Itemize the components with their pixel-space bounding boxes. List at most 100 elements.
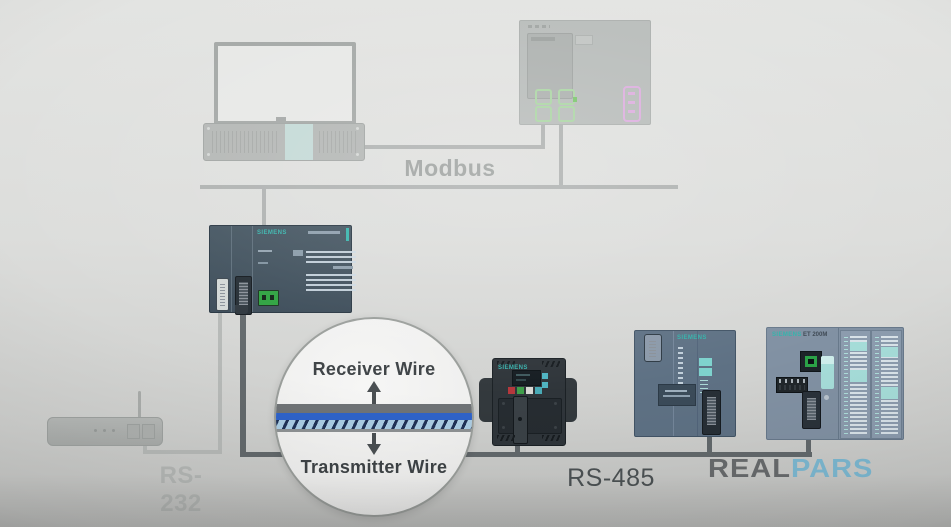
plc-display-tag [575,35,593,45]
meter-teal-key [542,382,548,388]
switch-slot [808,359,814,364]
io-cell-column [881,334,898,434]
meter-left-wing [479,378,494,422]
plc-display-panel [527,33,573,99]
terminal-ridges [779,385,805,390]
twisted-pair-cable [276,404,472,432]
et200m-teal-strip [821,356,834,389]
rf-divider [673,331,674,436]
pink-port-pin [628,110,635,113]
rs232-cable-h [143,450,222,454]
pink-port-pin [628,92,635,95]
plc-top-to-workstation-cable-v [541,122,545,149]
et200m-brand: SIEMENS [772,332,802,338]
io-teal-cell [850,370,867,382]
rf-coupler-module: SIEMENS [634,330,736,437]
et200m-rs485-connector [802,391,821,429]
io-led-column [875,334,879,434]
meter-vent [497,435,515,441]
arrow-up-icon [367,381,381,392]
port-pins [220,282,225,306]
plc-marking [258,262,268,264]
io-teal-cell [850,342,867,351]
arrow-down-icon [367,444,381,455]
rf-brand: SIEMENS [677,335,707,341]
arrow-up-shaft [372,391,376,405]
port-pins [239,282,248,308]
meter-brand: SIEMENS [498,365,528,371]
plc-model-text [308,231,340,234]
plc-green-terminal [258,290,279,306]
io-module [871,330,902,439]
monitor-stand [276,117,286,124]
terminal-hole [262,295,266,300]
io-led-column [844,334,848,434]
arrow-down-shaft [372,433,376,444]
rack-screw [356,127,359,130]
modem-led [94,429,97,432]
meter-vent [542,435,560,441]
et200m-model: ET 200M [803,332,828,338]
transmitter-wire-label: Transmitter Wire [300,457,448,477]
et200m-divider [838,328,839,439]
recess-screw [502,402,505,405]
display-line [516,379,526,381]
port-pins [707,397,716,425]
rf-teal-label [699,358,712,366]
rf-name-line [663,395,690,397]
rf-name-panel [658,384,696,406]
io-cell-column [850,334,867,434]
modem-port [127,424,140,439]
rs485-bus-line [240,452,812,457]
plc-main: SIEMENS [209,225,356,315]
display-line [516,374,530,376]
et200m-terminal-block [776,377,808,393]
et200m-switch-housing [800,351,822,372]
meter-button-green [517,387,524,394]
plc-marking [258,250,272,252]
plc-main-brand: SIEMENS [257,230,287,236]
rf-rs485-connector [702,390,721,435]
transmitter-wire-band [276,420,472,429]
rack-vents-right [319,131,357,153]
rs485-meter-tap [515,441,520,454]
realpars-logo-left: REAL [708,455,791,484]
plc-top-markings [528,25,550,28]
plc-marking [333,266,353,269]
green-port-cell [535,89,552,105]
recess-screw [554,402,557,405]
et200m-remote-io: SIEMENS ET 200M [766,327,904,440]
plc-s7-1500-faded [519,20,651,125]
plc-rs232-port [216,278,229,311]
meter-button-white [526,387,533,394]
meter-vent [497,361,515,367]
terminal-pins [779,379,805,383]
rack-screw [356,153,359,156]
rack-vents-left [212,131,280,153]
rf-name-line [665,390,687,392]
green-port-cell [558,106,575,122]
port-pins [649,339,656,357]
io-teal-cell [881,387,898,399]
recess-screw [502,426,505,429]
plc-top-to-workstation-cable-h [362,145,545,149]
pink-port [623,86,641,122]
handle-screw [518,417,522,421]
meter-teal-key [542,373,548,379]
rack-server [203,123,365,161]
plc-divider [252,226,253,312]
receiver-wire-label: Receiver Wire [312,359,436,379]
port-pins [807,398,816,420]
receiver-wire-band [276,413,472,420]
recess-screw [554,426,557,429]
realpars-logo-right: PARS [790,455,874,484]
plc-led-block [306,273,356,291]
rs485-rf-tap [707,430,712,454]
rs232-label: RS-232 [159,462,203,517]
workstation-monitor [214,42,356,125]
et200m-dot [824,395,829,400]
modbus-bus-line [200,185,678,189]
green-led-dot [573,97,577,102]
rs485-plc-cable [240,312,246,454]
rack-screw [207,153,210,156]
